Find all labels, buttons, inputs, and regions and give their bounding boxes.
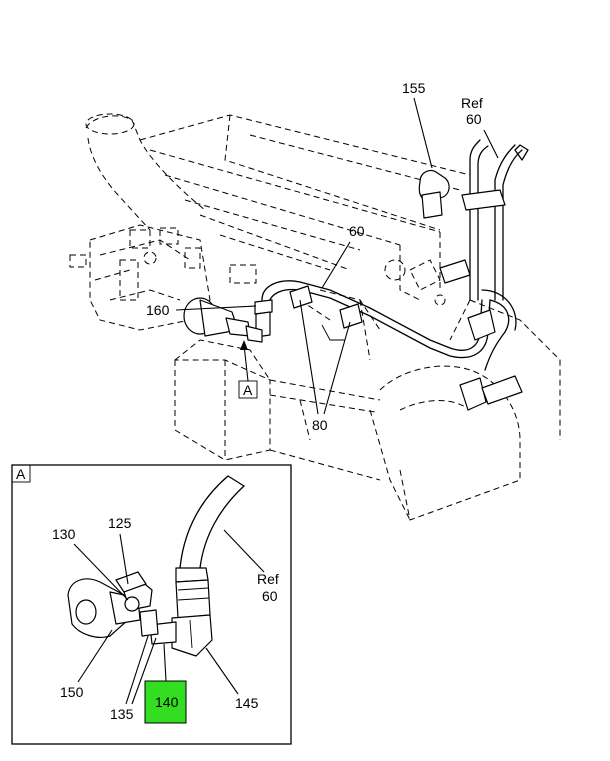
callout-140: 140 [155, 694, 179, 710]
callout-80: 80 [312, 417, 328, 433]
callout-ref60-inset-ref: Ref [257, 571, 279, 587]
callout-135: 135 [110, 706, 134, 722]
callout-ref60-top-num: 60 [466, 111, 482, 127]
main-callouts: 155 Ref 60 60 160 A 80 [146, 80, 499, 433]
detail-callouts: 130 125 Ref 60 150 135 140 145 [52, 515, 279, 724]
callout-145: 145 [235, 695, 259, 711]
view-a-label: A [243, 382, 253, 398]
fuel-tubes [183, 139, 529, 411]
callout-155: 155 [402, 80, 426, 96]
callout-60: 60 [349, 223, 365, 239]
callout-ref60-inset-num: 60 [262, 588, 278, 604]
callout-125: 125 [108, 515, 132, 531]
callout-130: 130 [52, 526, 76, 542]
detail-a-box [11, 464, 31, 483]
detail-a-label: A [16, 466, 26, 482]
callout-ref60-top-ref: Ref [461, 95, 483, 111]
callout-160: 160 [146, 302, 170, 318]
callout-150: 150 [60, 684, 84, 700]
callout-140-highlight [144, 680, 187, 724]
